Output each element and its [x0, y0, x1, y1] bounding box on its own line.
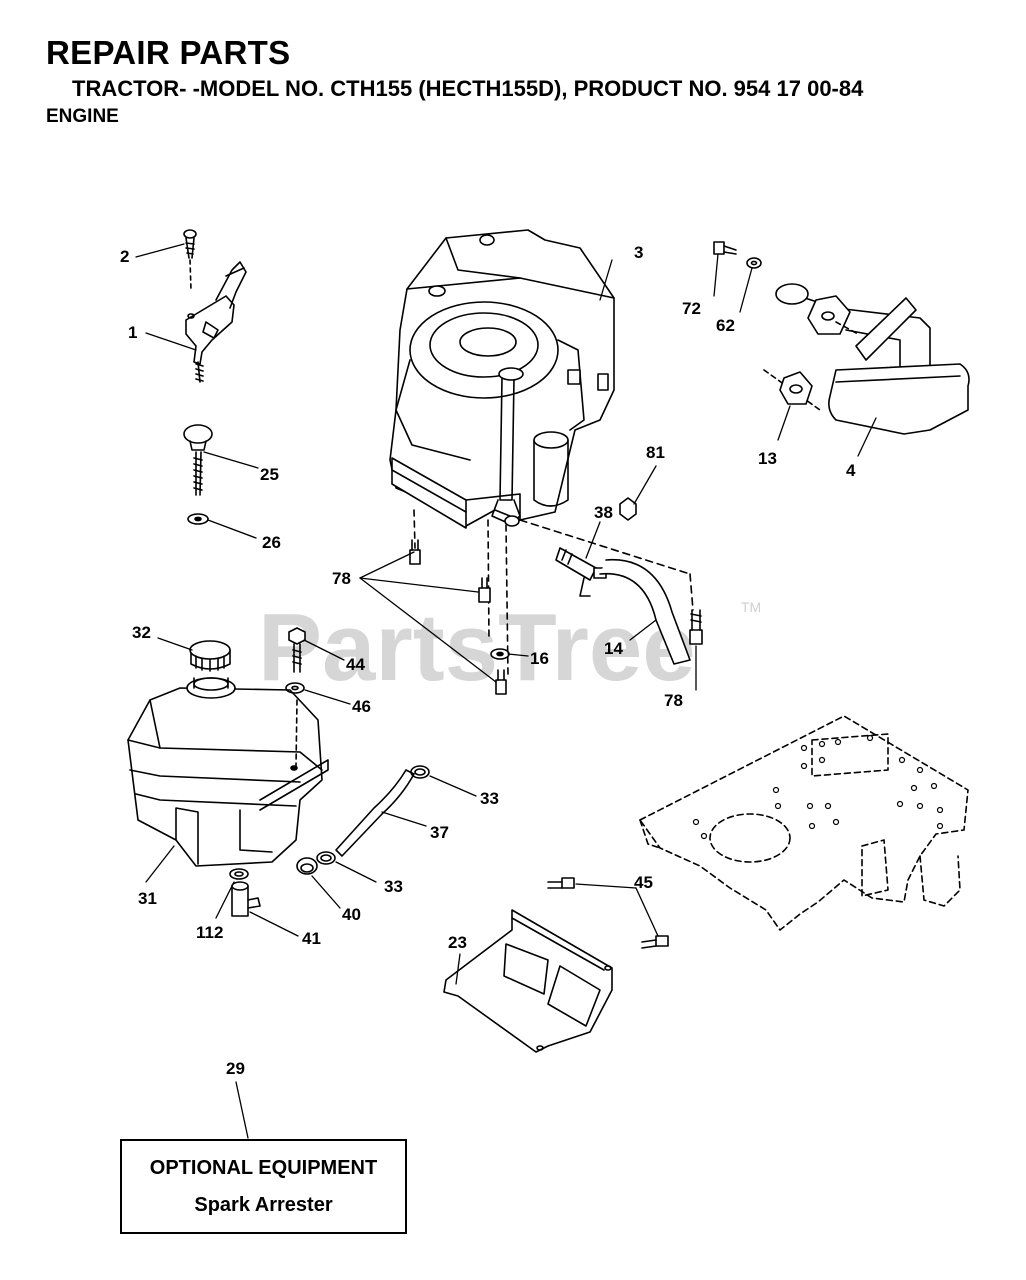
frame-reference: [639, 715, 969, 931]
tank-washer-part: [285, 682, 305, 694]
callout-44: 44: [346, 655, 365, 674]
muffler-part: [763, 283, 970, 435]
callout-16: 16: [530, 649, 549, 668]
callout-2: 2: [120, 247, 129, 266]
hose-clamp-part: [316, 765, 430, 865]
callout-40: 40: [342, 905, 361, 924]
callout-26: 26: [262, 533, 281, 552]
callout-37: 37: [430, 823, 449, 842]
frame-holes: [692, 734, 944, 840]
optional-equipment-item: Spark Arrester: [194, 1194, 333, 1216]
nut-part: [619, 497, 637, 521]
leader-lines: [135, 243, 877, 1139]
watermark-trademark: TM: [741, 599, 761, 615]
callout-38: 38: [594, 503, 613, 522]
section-label: ENGINE: [46, 106, 119, 127]
throttle-control-part: [185, 261, 247, 383]
page-title: REPAIR PARTS: [46, 34, 291, 71]
callout-81: 81: [646, 443, 665, 462]
callout-14: 14: [604, 639, 623, 658]
callout-45: 45: [634, 873, 653, 892]
drain-valve-part: [555, 547, 607, 597]
model-subtitle: TRACTOR- -MODEL NO. CTH155 (HECTH155D), …: [72, 76, 864, 101]
callout-72: 72: [682, 299, 701, 318]
screw-part: [183, 229, 197, 291]
optional-equipment-title: OPTIONAL EQUIPMENT: [149, 1157, 378, 1179]
callout-46: 46: [352, 697, 371, 716]
watermark-text: PartsTree: [258, 594, 696, 701]
fuel-fitting-part: [231, 881, 261, 917]
drain-hose-part: [599, 558, 691, 665]
page-header: REPAIR PARTS TRACTOR- -MODEL NO. CTH155 …: [0, 0, 1026, 140]
fuel-cap-part: [189, 640, 231, 672]
callout-29: 29: [226, 1059, 245, 1078]
lock-washer-part: [746, 257, 762, 269]
callout-78-engine: 78: [332, 569, 351, 588]
fuel-line-part: [335, 769, 415, 857]
callout-62: 62: [716, 316, 735, 335]
callout-13: 13: [758, 449, 777, 468]
bushing-part: [229, 868, 249, 880]
engine-part: [389, 229, 694, 676]
callout-25: 25: [260, 465, 279, 484]
callout-112: 112: [196, 923, 223, 942]
callout-23: 23: [448, 933, 467, 952]
callout-41: 41: [302, 929, 321, 948]
callout-32: 32: [132, 623, 151, 642]
shield-screw-part: [547, 877, 669, 949]
callout-33-lower: 33: [384, 877, 403, 896]
callout-33-upper: 33: [480, 789, 499, 808]
exhaust-bolt-part: [713, 241, 737, 255]
callout-31: 31: [138, 889, 157, 908]
tank-grommet-part: [296, 857, 318, 875]
callout-78-hose: 78: [664, 691, 683, 710]
callout-1: 1: [128, 323, 137, 342]
bolt-part: [409, 539, 703, 695]
washer-part: [187, 513, 209, 525]
gasket-part: [779, 371, 813, 405]
heat-shield-part: [443, 909, 613, 1053]
optional-equipment-box: OPTIONAL EQUIPMENT Spark Arrester: [120, 1139, 407, 1234]
callout-3: 3: [634, 243, 643, 262]
callout-4: 4: [846, 461, 856, 480]
fuel-tank-part: [127, 677, 329, 867]
choke-knob-part: [183, 424, 213, 496]
